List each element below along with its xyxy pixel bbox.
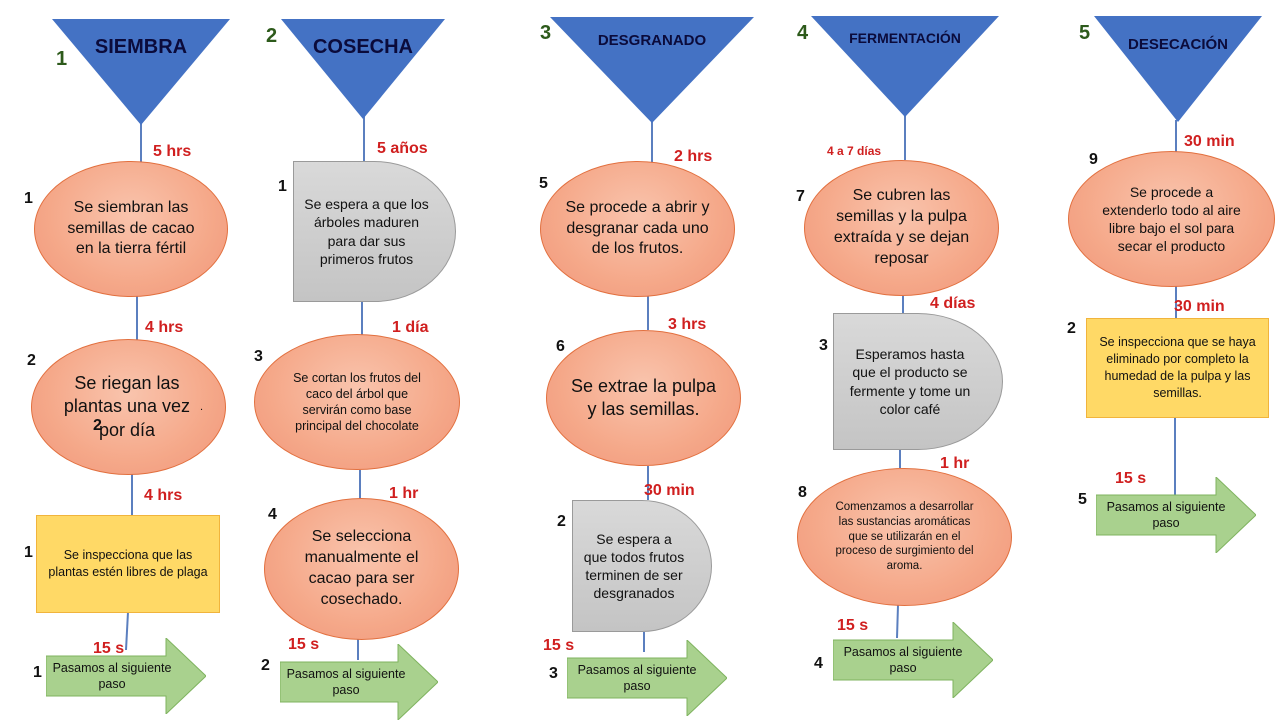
next-step-arrow[interactable]: Pasamos al siguiente paso [567,640,727,716]
stage-title-desecacion: DESECACIÓN [1127,36,1228,53]
time-label: 1 día [392,319,429,336]
step-number: 1 [24,190,33,207]
step-number: 3 [819,337,828,354]
step-oval: Se siembran las semillas de cacao en la … [34,161,228,297]
step-text-dot: . [199,400,203,413]
inspection-box: Se inspecciona que las plantas estén lib… [36,515,220,613]
time-label: 30 min [644,482,695,499]
stage-title-siembra: SIEMBRA [94,36,188,58]
next-step-arrow[interactable]: Pasamos al siguiente paso [46,638,206,714]
step-oval: Se procede a extenderlo todo al aire lib… [1068,151,1275,287]
step-text: Se riegan las plantas una vez por día [63,372,191,440]
step-number: 1 [278,178,287,195]
step-number: 5 [539,175,548,192]
step-number: 9 [1089,151,1098,168]
time-label: 4 hrs [144,487,183,504]
funnel-cosecha [281,19,445,119]
time-label: 5 hrs [153,143,192,160]
step-oval: Se selecciona manualmente el cacao para … [264,498,459,640]
step-number: 4 [814,655,823,672]
arrow-right-icon [280,644,438,720]
step-number: 4 [268,506,277,523]
arrow-label: Pasamos al siguiente paso [577,662,697,693]
time-label: 2 hrs [674,148,713,165]
wait-box: Esperamos hasta que el producto se ferme… [833,313,1003,450]
stage-number-2: 2 [266,25,278,47]
step-number: 3 [549,665,558,682]
arrow-label: Pasamos al siguiente paso [52,660,172,691]
time-label: 15 s [543,637,575,654]
stage-title-fermentacion: FERMENTACIÓN [849,30,961,46]
time-label: 5 años [377,140,428,157]
step-number: 2 [557,513,566,530]
arrow-right-icon [833,622,993,698]
step-number: 8 [798,484,807,501]
step-number: 2 [27,352,36,369]
step-number: 2 [1067,320,1076,337]
next-step-arrow[interactable]: Pasamos al siguiente paso [280,644,438,720]
arrow-right-icon [46,638,206,714]
arrow-label: Pasamos al siguiente paso [1106,499,1226,530]
time-label: 30 min [1174,298,1225,315]
step-number: 7 [796,188,805,205]
stage-title-cosecha: COSECHA [312,36,413,58]
arrow-right-icon [567,640,727,716]
funnel-desecacion [1094,16,1262,122]
stage-number-3: 3 [540,22,552,44]
time-label: 15 s [837,617,869,634]
inspection-box: Se inspecciona que se haya eliminado por… [1086,318,1269,418]
step-number: 1 [24,544,33,561]
step-oval: Se riegan las plantas una vez por día. [31,339,226,475]
stage-title-desgranado: DESGRANADO [597,32,707,49]
time-label: 15 s [93,640,125,657]
stage-number-1: 1 [56,48,68,70]
time-label: 1 hr [940,455,970,472]
step-oval: Comenzamos a desarrollar las sustancias … [797,468,1012,606]
time-label: 4 a 7 días [827,144,882,158]
step-number: 2 [261,657,270,674]
time-label: 15 s [1115,470,1147,487]
arrow-label: Pasamos al siguiente paso [843,644,963,675]
time-label: 15 s [288,636,320,653]
time-label: 4 días [930,295,976,312]
wait-box: Se espera a que los árboles maduren para… [293,161,456,302]
wait-box: Se espera a que todos frutos terminen de… [572,500,712,632]
step-oval: Se cubren las semillas y la pulpa extraí… [804,160,999,296]
time-label: 3 hrs [668,316,707,333]
step-number: 3 [254,348,263,365]
time-label: 4 hrs [145,319,184,336]
step-overlay-number: 2 [93,417,102,434]
next-step-arrow[interactable]: Pasamos al siguiente paso [1096,477,1256,553]
step-number: 1 [33,664,42,681]
time-label: 1 hr [389,485,419,502]
step-number: 5 [1078,491,1087,508]
arrow-label: Pasamos al siguiente paso [286,666,406,697]
funnel-siembra [52,19,230,125]
time-label: 30 min [1184,133,1235,150]
step-oval: Se extrae la pulpa y las semillas. [546,330,741,466]
stage-number-5: 5 [1079,22,1091,44]
step-number: 6 [556,338,565,355]
step-oval: Se cortan los frutos del caco del árbol … [254,334,460,470]
arrow-right-icon [1096,477,1256,553]
step-oval: Se procede a abrir y desgranar cada uno … [540,161,735,297]
next-step-arrow[interactable]: Pasamos al siguiente paso [833,622,993,698]
stage-number-4: 4 [797,22,809,44]
funnel-fermentacion [811,16,999,117]
funnel-desgranado [550,17,754,123]
